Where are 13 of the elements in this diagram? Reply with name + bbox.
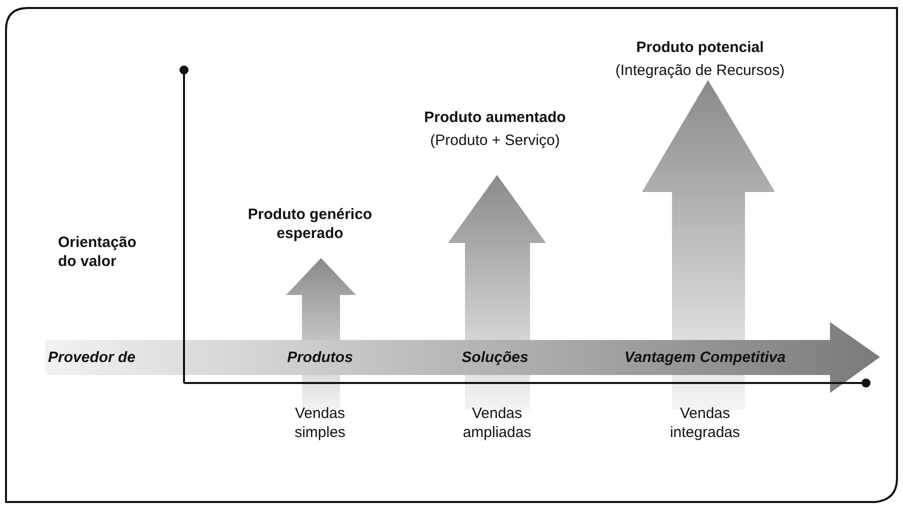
stage-heading: Produto potencial — [635, 38, 765, 57]
stage-heading: Produto genérico esperado — [246, 205, 374, 243]
stage-subheading: (Produto + Serviço) — [429, 131, 561, 150]
sales-label: Vendas ampliadas — [462, 404, 532, 442]
band-text: Provedor de — [48, 348, 137, 367]
band-text: Soluções — [460, 348, 530, 367]
band-text: Vantagem Competitiva — [623, 348, 787, 367]
axis-label: Orientação do valor — [58, 233, 138, 271]
sales-label: Vendas simples — [294, 404, 346, 442]
stage-heading: Produto aumentado — [423, 108, 567, 127]
sales-label: Vendas integradas — [668, 404, 742, 442]
band-text: Produtos — [286, 348, 354, 367]
stage-subheading: (Integração de Recursos) — [614, 61, 786, 80]
